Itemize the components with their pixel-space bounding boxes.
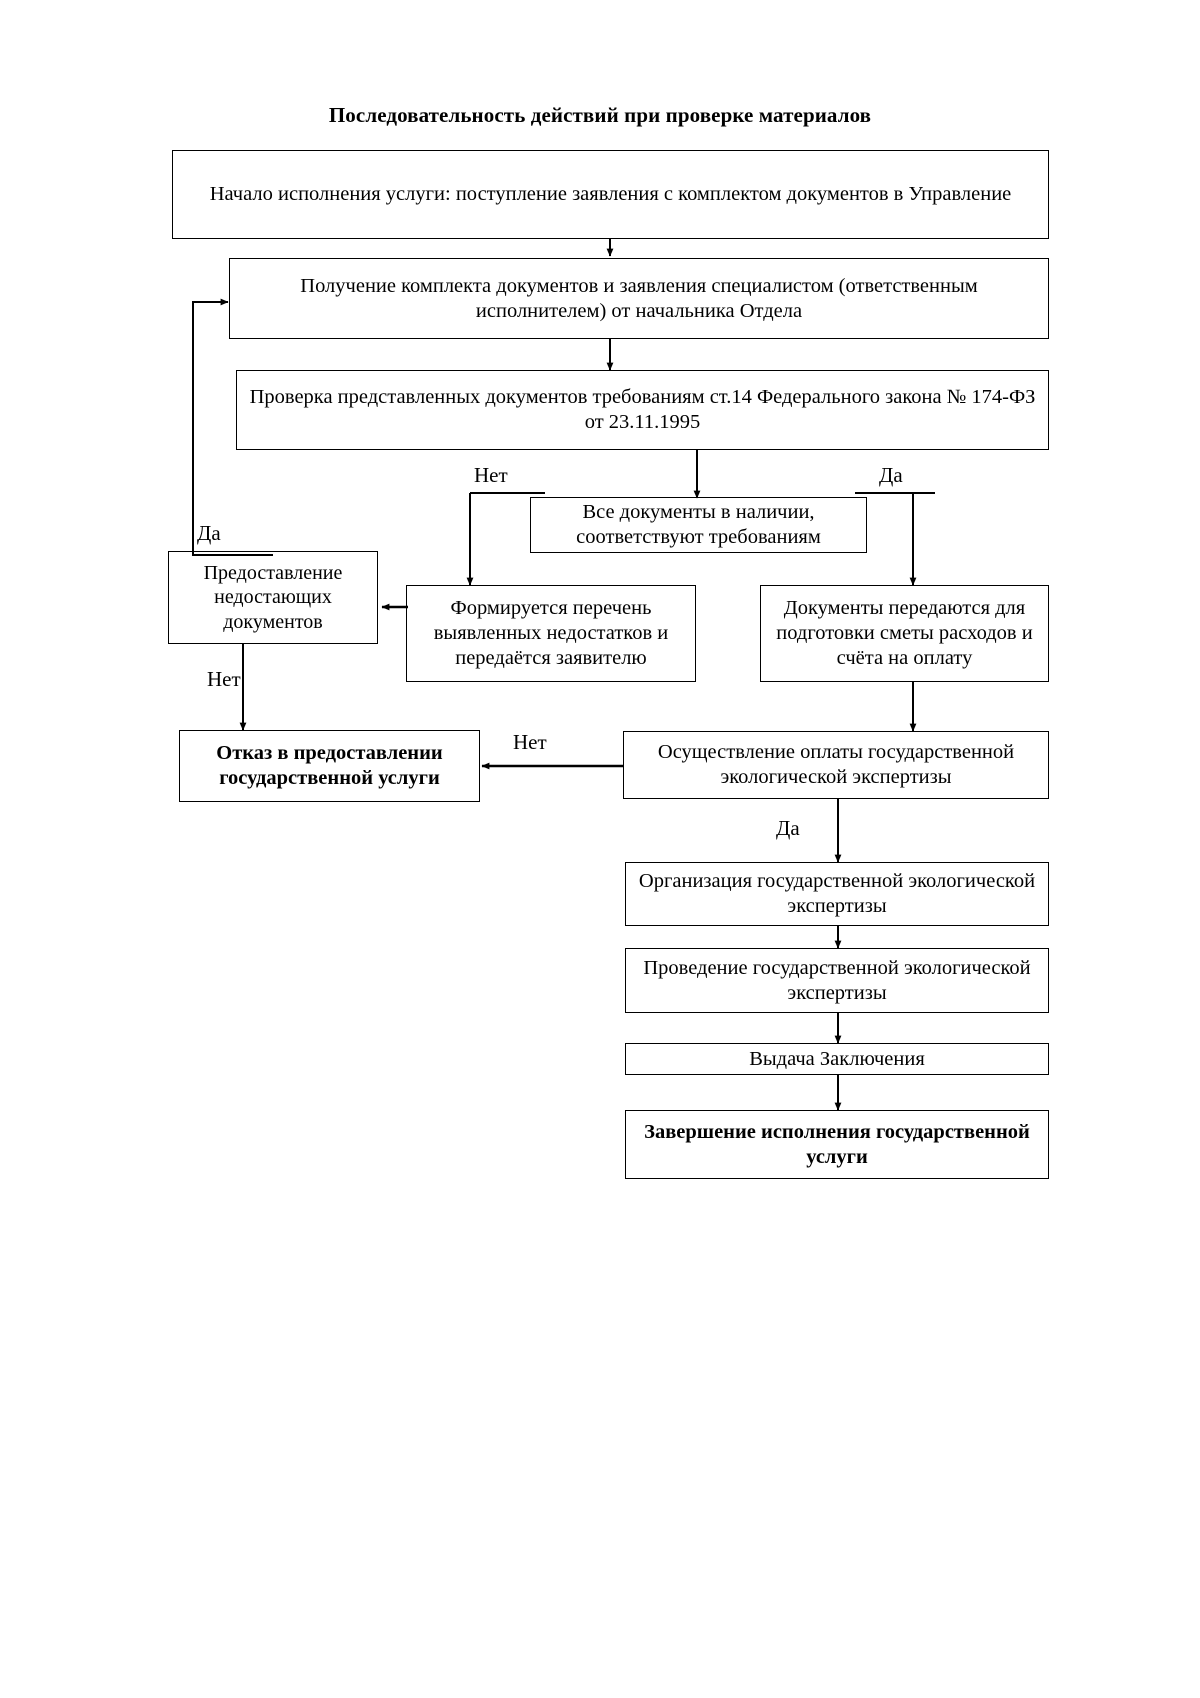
node-receive-documents[interactable]: Получение комплекта документов и заявлен…	[229, 258, 1049, 339]
edge-label-yes-payment: Да	[776, 816, 800, 840]
node-finish-label: Завершение исполнения государственной ус…	[644, 1120, 1030, 1168]
node-provide-missing-documents-label: Предоставление недостающих документов	[203, 561, 343, 633]
node-conduct-expertise-label: Проведение государственной экологической…	[643, 956, 1031, 1004]
edge-label-yes-right-branch: Да	[879, 463, 903, 487]
page-title: Последовательность действий при проверке…	[328, 103, 872, 127]
node-finish[interactable]: Завершение исполнения государственной ус…	[625, 1110, 1049, 1179]
node-payment[interactable]: Осуществление оплаты государственной эко…	[623, 731, 1049, 799]
node-transfer-documents-label: Документы передаются для подготовки смет…	[776, 597, 1033, 669]
node-receive-documents-label: Получение комплекта документов и заявлен…	[300, 274, 978, 322]
node-organize-expertise[interactable]: Организация государственной экологическо…	[625, 862, 1049, 926]
node-check-documents[interactable]: Проверка представленных документов требо…	[236, 370, 1049, 450]
node-conduct-expertise[interactable]: Проведение государственной экологической…	[625, 948, 1049, 1013]
edge-label-yes-loopback: Да	[197, 521, 221, 545]
edge-label-no-payment-refusal: Нет	[513, 730, 547, 754]
node-start[interactable]: Начало исполнения услуги: поступление за…	[172, 150, 1049, 239]
node-deficiency-list-label: Формируется перечень выявленных недостат…	[433, 597, 669, 669]
node-refusal[interactable]: Отказ в предоставлении государственной у…	[179, 730, 480, 802]
node-issue-conclusion-label: Выдача Заключения	[749, 1047, 925, 1070]
node-decision-all-documents[interactable]: Все документы в наличии, соответствуют т…	[530, 497, 867, 553]
connector-loopback-to-receive	[192, 298, 273, 556]
node-payment-label: Осуществление оплаты государственной эко…	[657, 741, 1015, 788]
node-provide-missing-documents[interactable]: Предоставление недостающих документов	[168, 551, 378, 644]
node-decision-all-documents-label: Все документы в наличии, соответствуют т…	[576, 501, 821, 548]
node-check-documents-label: Проверка представленных документов требо…	[249, 386, 1036, 433]
node-start-label: Начало исполнения услуги: поступление за…	[209, 183, 1012, 205]
node-issue-conclusion[interactable]: Выдача Заключения	[625, 1043, 1049, 1075]
node-refusal-label: Отказ в предоставлении государственной у…	[216, 742, 443, 789]
node-deficiency-list[interactable]: Формируется перечень выявленных недостат…	[406, 585, 696, 682]
edge-label-no-left-branch: Нет	[474, 463, 508, 487]
node-organize-expertise-label: Организация государственной экологическо…	[638, 870, 1036, 917]
node-transfer-documents[interactable]: Документы передаются для подготовки смет…	[760, 585, 1049, 682]
edge-label-no-to-refusal: Нет	[207, 667, 241, 691]
